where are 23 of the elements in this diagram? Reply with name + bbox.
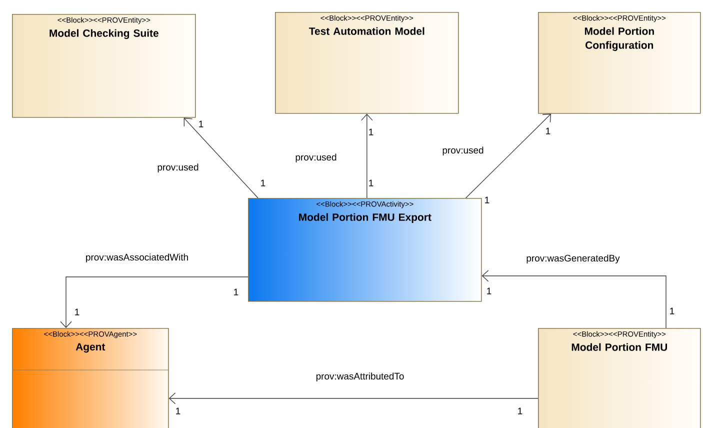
multiplicity-label: 1: [485, 196, 490, 204]
multiplicity-label: 1: [234, 288, 238, 296]
arrow: [361, 114, 373, 198]
multiplicity-label: 1: [369, 128, 374, 136]
edge-label: prov:used: [294, 152, 338, 164]
arrow: [60, 276, 248, 328]
arrow: [184, 118, 258, 198]
edge-label: prov:wasAssociatedWith: [84, 252, 190, 264]
arrow: [168, 392, 538, 404]
edge-label: prov:wasGeneratedBy: [525, 254, 621, 264]
arrow: [482, 270, 666, 328]
multiplicity-label: 1: [670, 308, 674, 314]
arrow: [465, 114, 551, 198]
edge-label: prov:used: [156, 162, 200, 174]
multiplicity-label: 1: [261, 180, 266, 186]
multiplicity-label: 1: [199, 120, 204, 128]
multiplicity-label: 1: [369, 180, 374, 186]
multiplicity-label: 1: [176, 408, 180, 414]
edge-label: prov:wasAttributedTo: [314, 372, 406, 382]
multiplicity-label: 1: [518, 408, 522, 414]
multiplicity-label: 1: [75, 308, 80, 316]
multiplicity-label: 1: [546, 128, 550, 134]
edge-label: prov:used: [441, 146, 485, 156]
